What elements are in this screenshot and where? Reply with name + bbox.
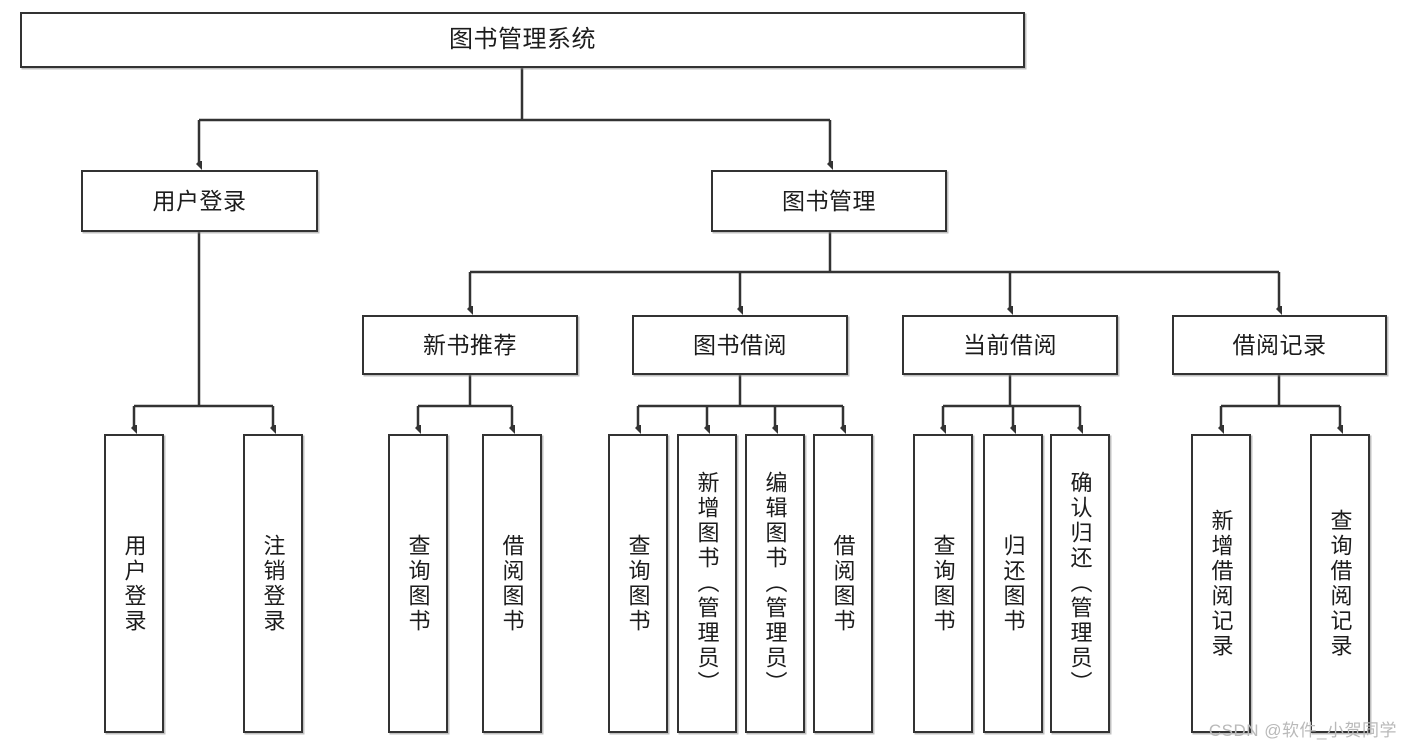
node-leaf-query-book-2[interactable]: 查询图书 [608,434,668,733]
watermark-text: CSDN @软件_小贺同学 [1208,721,1397,740]
node-leaf-query-record[interactable]: 查询借阅记录 [1310,434,1370,733]
node-current-borrow-label: 当前借阅 [963,331,1057,358]
node-leaf-return-book[interactable]: 归还图书 [983,434,1043,733]
node-leaf-edit-book[interactable]: 编辑图书（管理员） [745,434,805,733]
node-book-borrow[interactable]: 图书借阅 [632,315,848,375]
node-user-login-label: 用户登录 [152,187,247,214]
node-root-label: 图书管理系统 [449,26,596,54]
node-leaf-edit-book-label: 编辑图书（管理员） [762,471,788,696]
node-leaf-return-book-label: 归还图书 [1000,533,1026,634]
node-leaf-borrow-book-2[interactable]: 借阅图书 [813,434,873,733]
node-leaf-query-book-1[interactable]: 查询图书 [388,434,448,733]
node-leaf-query-book-2-label: 查询图书 [625,533,651,634]
node-leaf-borrow-book-1[interactable]: 借阅图书 [482,434,542,733]
node-leaf-logout-label: 注销登录 [260,533,286,634]
node-leaf-confirm-return[interactable]: 确认归还（管理员） [1050,434,1110,733]
node-book-borrow-label: 图书借阅 [693,331,787,358]
node-current-borrow[interactable]: 当前借阅 [902,315,1118,375]
node-leaf-add-record-label: 新增借阅记录 [1208,508,1234,659]
node-leaf-confirm-return-label: 确认归还（管理员） [1067,471,1093,696]
node-borrow-record[interactable]: 借阅记录 [1172,315,1387,375]
node-borrow-record-label: 借阅记录 [1232,331,1327,358]
node-leaf-query-book-3-label: 查询图书 [930,533,956,634]
node-leaf-add-record[interactable]: 新增借阅记录 [1191,434,1251,733]
node-leaf-add-book[interactable]: 新增图书（管理员） [677,434,737,733]
node-user-login[interactable]: 用户登录 [81,170,318,232]
node-leaf-add-book-label: 新增图书（管理员） [694,471,720,696]
node-leaf-borrow-book-2-label: 借阅图书 [830,533,856,634]
node-leaf-borrow-book-1-label: 借阅图书 [499,533,525,634]
node-leaf-user-login-label: 用户登录 [121,533,147,634]
node-new-book-rec-label: 新书推荐 [423,331,517,358]
node-new-book-rec[interactable]: 新书推荐 [362,315,578,375]
node-book-manage-label: 图书管理 [782,187,876,214]
node-book-manage[interactable]: 图书管理 [711,170,947,232]
node-leaf-query-book-3[interactable]: 查询图书 [913,434,973,733]
node-leaf-logout[interactable]: 注销登录 [243,434,303,733]
node-leaf-query-record-label: 查询借阅记录 [1327,508,1353,659]
node-leaf-query-book-1-label: 查询图书 [405,533,431,634]
node-leaf-user-login[interactable]: 用户登录 [104,434,164,733]
node-root[interactable]: 图书管理系统 [20,12,1025,68]
